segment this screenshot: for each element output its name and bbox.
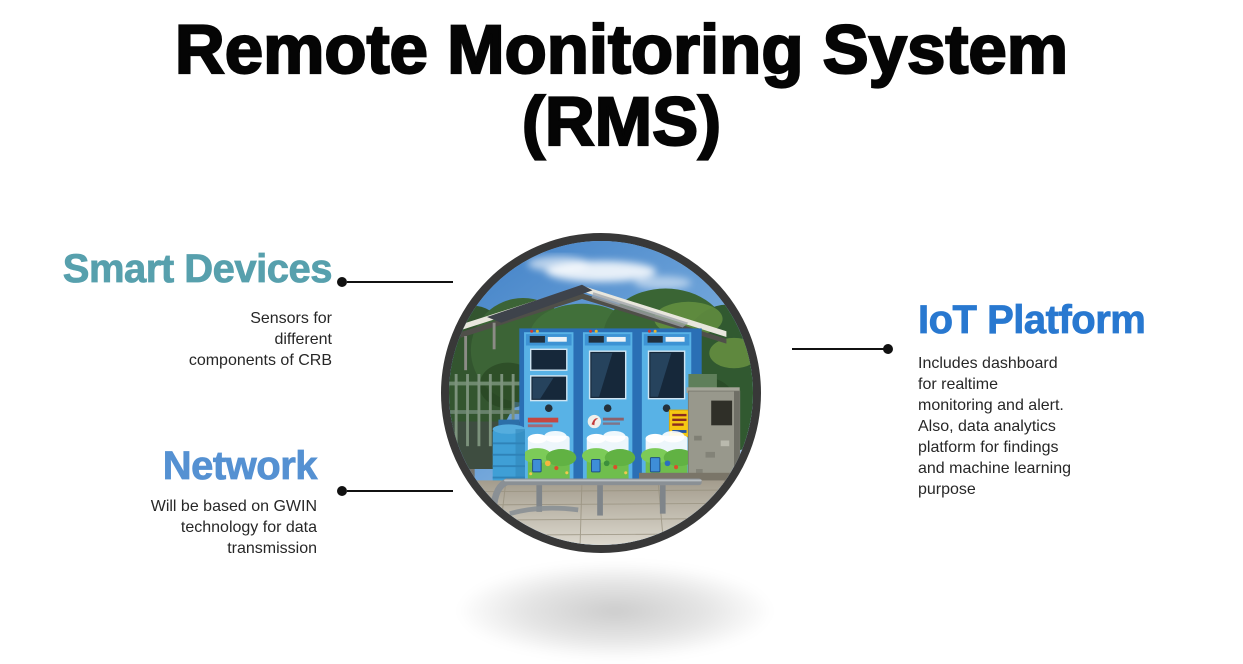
iot-platform-connector-dot [883, 344, 893, 354]
machine-cabinet-2 [582, 329, 636, 485]
smart-devices-connector-line [347, 281, 453, 283]
smart-recycling-station-photo [441, 233, 761, 553]
network-connector-line [347, 490, 453, 492]
recycling-station-scene [449, 241, 753, 545]
network-description: Will be based on GWIN technology for dat… [150, 498, 317, 557]
clouds [527, 256, 692, 290]
machine-cabinet-1 [523, 329, 577, 485]
recycling-machines [519, 328, 702, 491]
smart-devices-connector-dot [337, 277, 347, 287]
machine-cabinet-3 [640, 329, 695, 485]
page-title-line1: Remote Monitoring System [174, 11, 1069, 88]
callout-iot-platform: IoT Platform Includes dashboard for real… [918, 297, 1168, 500]
callout-smart-devices: Smart Devices Sensors for different comp… [40, 246, 333, 371]
iot-platform-description: Includes dashboard for realtime monitori… [918, 355, 1071, 498]
concrete-utility-box [686, 374, 741, 487]
callout-network: Network Will be based on GWIN technology… [27, 443, 318, 559]
iot-platform-heading: IoT Platform [918, 298, 1147, 343]
blue-barrel [492, 419, 525, 494]
yellow-notice-sign [668, 409, 690, 438]
smart-devices-heading: Smart Devices [62, 247, 333, 292]
canopy-roof [460, 284, 727, 371]
network-heading: Network [162, 444, 318, 489]
page-title-line2: (RMS) [521, 83, 723, 160]
network-connector-dot [337, 486, 347, 496]
photo-drop-shadow [449, 560, 781, 662]
iot-platform-connector-line [792, 348, 886, 350]
smart-devices-description: Sensors for different components of CRB [188, 310, 332, 369]
page-title: Remote Monitoring System(RMS) [0, 11, 1243, 160]
